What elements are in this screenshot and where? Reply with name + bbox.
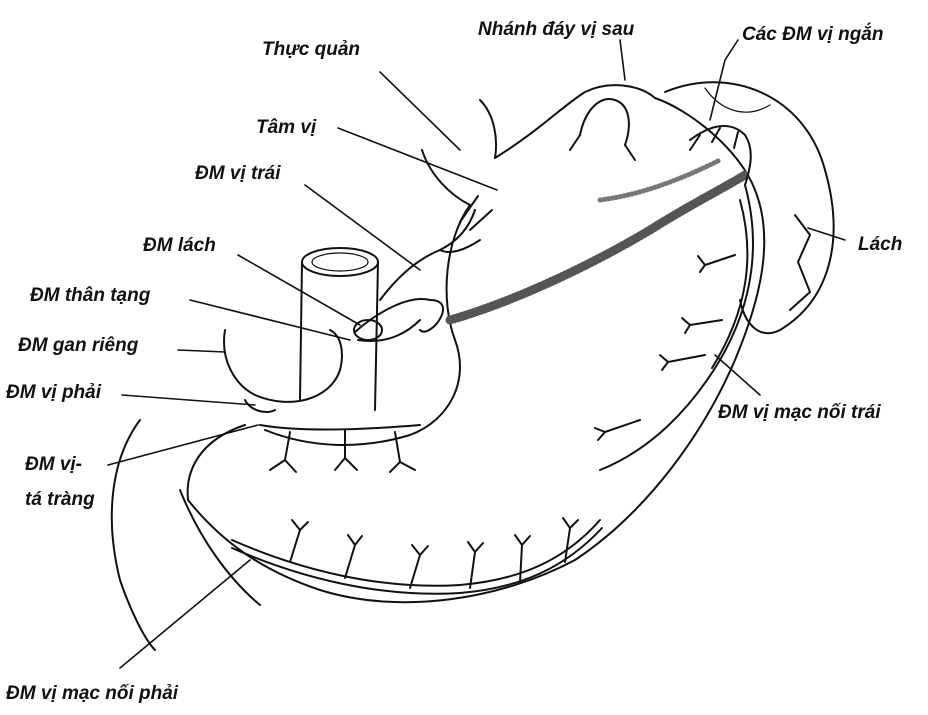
label-dm-vi-trai: ĐM vị trái xyxy=(195,164,281,183)
stomach-lesser-curvature xyxy=(265,205,470,445)
celiac-trunk-opening xyxy=(302,248,378,276)
label-dm-lach: ĐM lách xyxy=(143,236,216,255)
label-dm-than-tang: ĐM thân tạng xyxy=(30,286,150,305)
right-gastroepiploic-artery xyxy=(232,520,600,586)
left-gastroepiploic-artery xyxy=(600,185,753,470)
label-cac-dm-vi-ngan: Các ĐM vị ngắn xyxy=(742,25,883,44)
label-dm-vi-ta-trang-line2: tá tràng xyxy=(25,490,95,509)
hepatic-artery-path xyxy=(224,330,342,402)
stomach-stipple-band xyxy=(450,175,745,320)
posterior-fundus-branch xyxy=(580,99,629,145)
label-dm-gan-rieng: ĐM gan riêng xyxy=(18,336,138,355)
label-dm-vi-ta-trang-line1: ĐM vị- xyxy=(25,455,82,474)
right-gastric-artery xyxy=(260,425,420,430)
esophagus-right-wall xyxy=(480,100,496,158)
label-dm-vi-mac-noi-phai: ĐM vị mạc nối phải xyxy=(6,684,178,703)
left-gastric-artery xyxy=(380,210,475,300)
label-dm-vi-phai: ĐM vị phải xyxy=(6,383,101,402)
label-thuc-quan: Thực quản xyxy=(262,40,360,59)
leader-lines xyxy=(108,40,845,668)
label-nhanh-day-vi-sau: Nhánh đáy vị sau xyxy=(478,20,634,39)
label-dm-vi-mac-noi-trai: ĐM vị mạc nối trái xyxy=(718,403,881,422)
label-tam-vi: Tâm vị xyxy=(256,118,316,137)
label-lach: Lách xyxy=(858,235,902,254)
spleen-hilum xyxy=(790,215,810,310)
splenic-artery-path xyxy=(355,299,443,332)
